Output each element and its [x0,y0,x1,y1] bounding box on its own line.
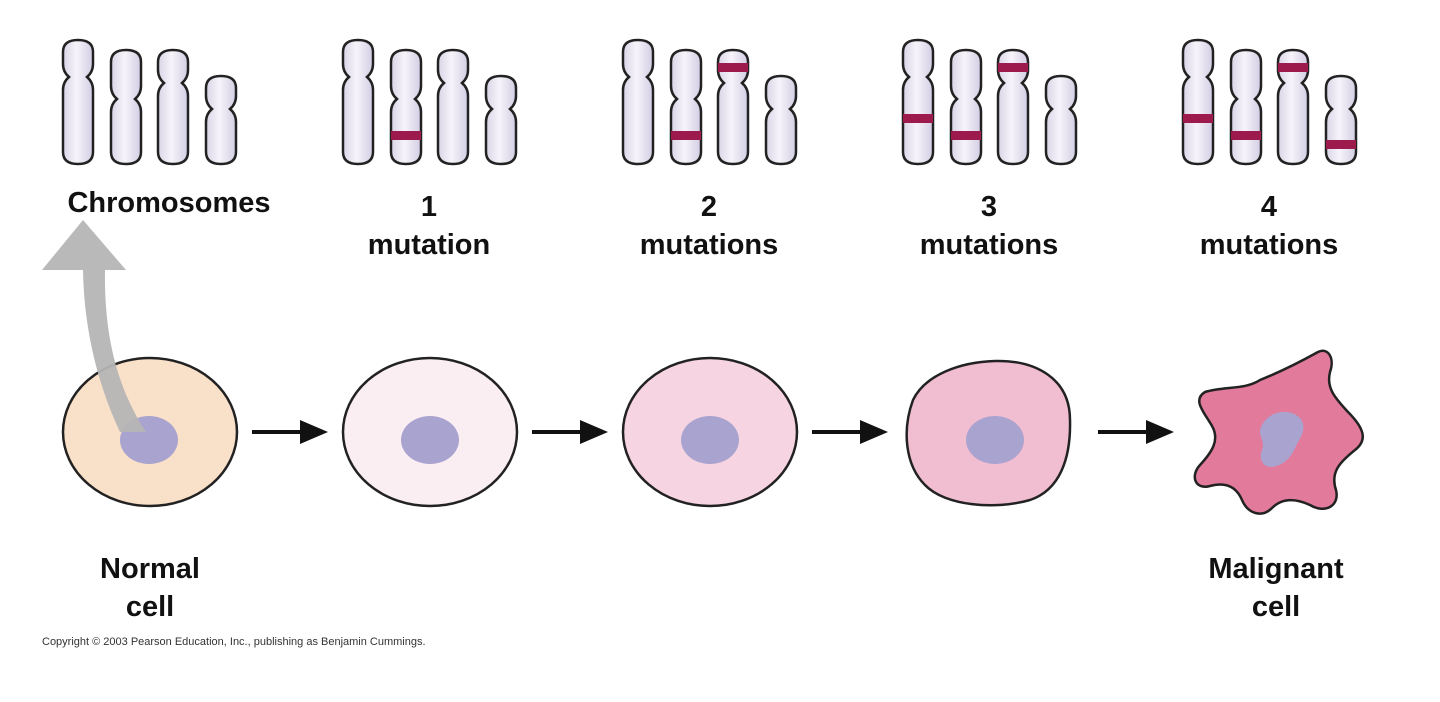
stage-text: mutations [639,229,779,261]
stage-label-1: 1 mutation [309,188,549,264]
mutation-band [998,63,1028,72]
malignant-cell-label-line1: Malignant [1208,553,1344,585]
stage-text: mutations [919,229,1059,261]
chromosome [764,74,798,166]
arrow-right-icon [252,420,328,444]
mutation-band [951,131,981,140]
chromosome [1324,74,1358,166]
stage-label-2: 2 mutations [589,188,829,264]
chromosome [204,74,238,166]
stage-number: 3 [980,191,998,223]
mutation-band [903,114,933,123]
malignant-nucleus [1260,411,1304,467]
chromosome [901,38,935,166]
chromosome [1229,48,1263,166]
chromosome [109,48,143,166]
stage-text: mutation [367,229,491,261]
chromosome [1276,48,1310,166]
chromosome [669,48,703,166]
stage-label-chromosomes: Chromosomes [49,184,289,222]
stage-text: mutations [1199,229,1339,261]
chromosome-set-1-mutation [341,38,518,166]
mutation-band [1326,140,1356,149]
chromosome-set-normal [61,38,238,166]
mutation-band [1231,131,1261,140]
stage-number: 2 [700,191,718,223]
chromosome [61,38,95,166]
malignant-cell-label: Malignant cell [1176,550,1376,626]
normal-cell-label-line1: Normal [100,553,200,585]
stage-number: 4 [1260,191,1278,223]
mutation-band [1183,114,1213,123]
chromosome-set-4-mutations [1181,38,1358,166]
stage-label-4: 4 mutations [1149,188,1389,264]
chromosome [996,48,1030,166]
chromosome [1044,74,1078,166]
chromosome-set-3-mutations [901,38,1078,166]
chromosome [1181,38,1215,166]
stage-top-text: Chromosomes [67,187,271,219]
arrow-right-icon [532,420,608,444]
mutation-band [718,63,748,72]
chromosome [436,48,470,166]
normal-cell-label: Normal cell [60,550,240,626]
chromosome [156,48,190,166]
normal-cell-label-line2: cell [125,591,175,623]
nucleus [966,416,1024,464]
chromosome [621,38,655,166]
mutation-band [671,131,701,140]
stage-label-3: 3 mutations [869,188,1109,264]
mutation-band [391,131,421,140]
gray-arrow-icon [42,220,146,432]
arrow-right-icon [812,420,888,444]
chromosome [389,48,423,166]
nucleus [681,416,739,464]
nucleus [401,416,459,464]
arrow-right-icon [1098,420,1174,444]
malignant-cell-label-line2: cell [1251,591,1301,623]
chromosome [341,38,375,166]
mutation-band [1278,63,1308,72]
stage-number: 1 [420,191,438,223]
chromosome [716,48,750,166]
chromosome-set-2-mutations [621,38,798,166]
chromosome [484,74,518,166]
chromosome [949,48,983,166]
copyright-notice: Copyright © 2003 Pearson Education, Inc.… [42,636,426,648]
